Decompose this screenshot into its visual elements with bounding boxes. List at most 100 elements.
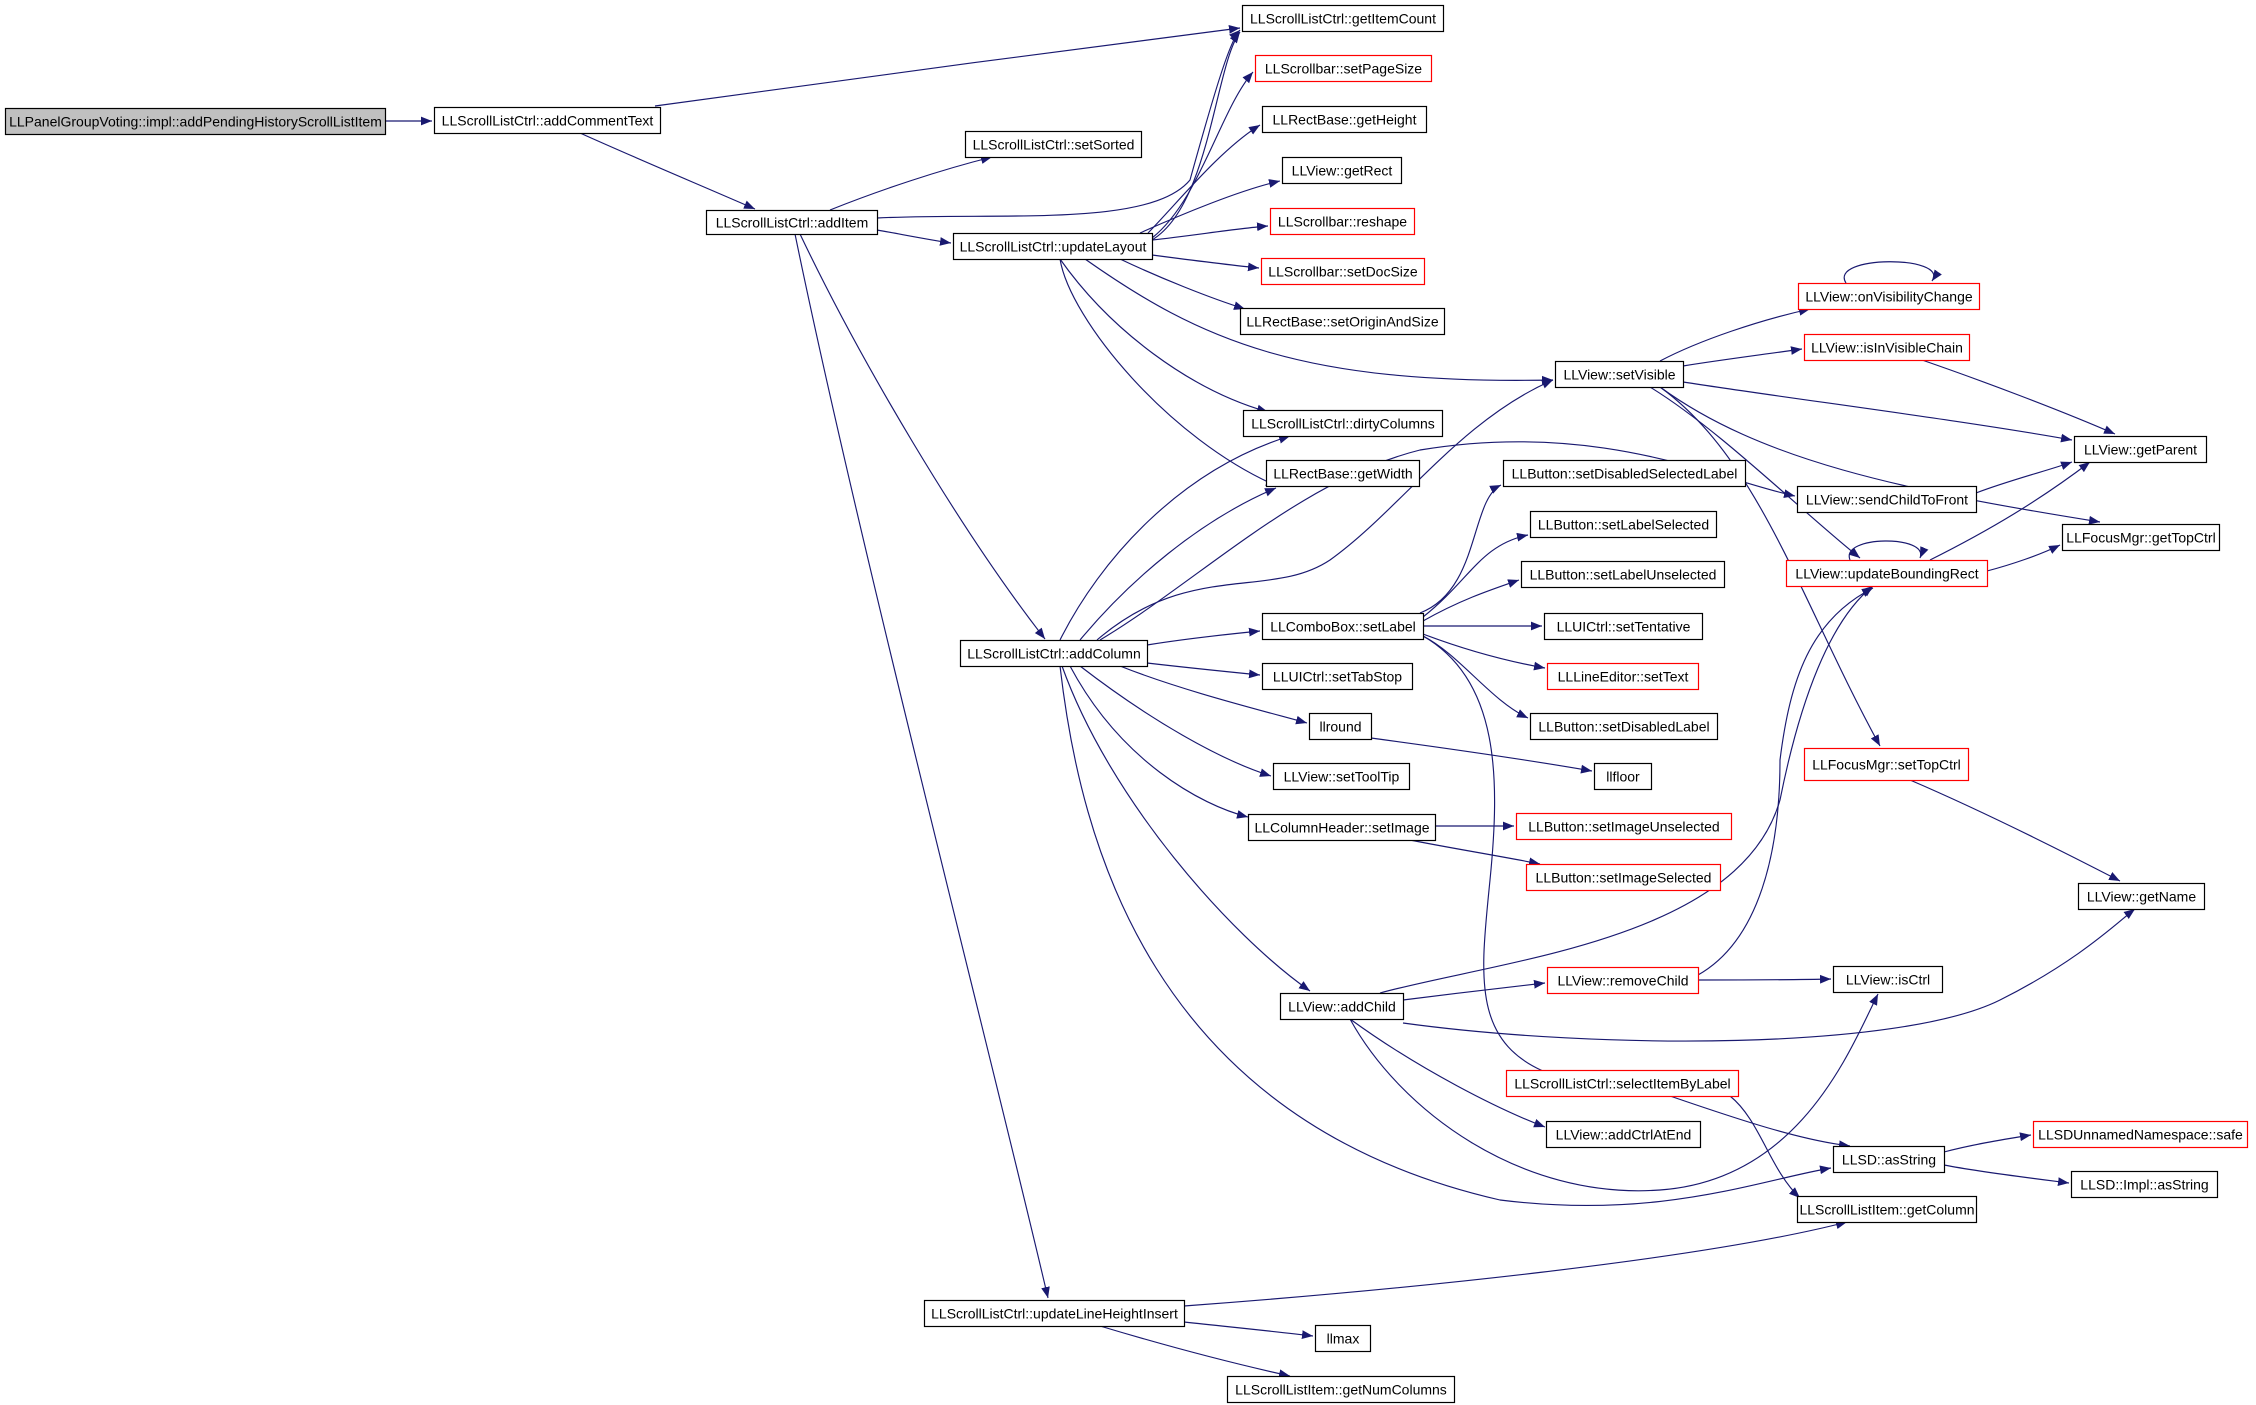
node-setDocSize[interactable]: LLScrollbar::setDocSize xyxy=(1260,257,1426,286)
node-implAsString[interactable]: LLSD::Impl::asString xyxy=(2070,1170,2219,1199)
node-getTopCtrl[interactable]: LLFocusMgr::getTopCtrl xyxy=(2061,523,2221,552)
node-box xyxy=(1529,510,1718,539)
node-box xyxy=(1785,559,1989,588)
node-label: LLUICtrl::setTentative xyxy=(1557,619,1691,635)
node-addColumn[interactable]: LLScrollListCtrl::addColumn xyxy=(959,639,1149,668)
node-root[interactable]: LLPanelGroupVoting::impl::addPendingHist… xyxy=(4,107,387,136)
node-label: llfloor xyxy=(1606,769,1640,785)
node-setLabelSelected[interactable]: LLButton::setLabelSelected xyxy=(1529,510,1718,539)
node-label: LLScrollbar::setDocSize xyxy=(1268,264,1418,280)
node-label: llround xyxy=(1319,719,1361,735)
edge-selectItemByLabel-to-getColumn xyxy=(1729,1095,1801,1199)
node-addChild[interactable]: LLView::addChild xyxy=(1279,992,1405,1021)
node-sendChildToFront[interactable]: LLView::sendChildToFront xyxy=(1796,485,1978,514)
node-label: LLButton::setDisabledSelectedLabel xyxy=(1512,466,1738,482)
node-getName[interactable]: LLView::getName xyxy=(2077,882,2206,911)
node-setLabelUnselected[interactable]: LLButton::setLabelUnselected xyxy=(1520,560,1726,589)
node-setDisabledLabel[interactable]: LLButton::setDisabledLabel xyxy=(1529,712,1719,741)
node-label: LLView::isCtrl xyxy=(1846,972,1930,988)
node-setImageUnselected[interactable]: LLButton::setImageUnselected xyxy=(1515,812,1733,841)
node-setVisible[interactable]: LLView::setVisible xyxy=(1554,360,1685,389)
node-label: LLButton::setImageUnselected xyxy=(1528,819,1719,835)
node-setToolTip[interactable]: LLView::setToolTip xyxy=(1272,762,1411,791)
node-isCtrl[interactable]: LLView::isCtrl xyxy=(1832,965,1944,994)
node-setDisabledSelectedLabel[interactable]: LLButton::setDisabledSelectedLabel xyxy=(1502,459,1747,488)
node-label: LLScrollListItem::getNumColumns xyxy=(1235,1382,1447,1398)
node-label: LLScrollListCtrl::addCommentText xyxy=(442,113,654,129)
node-setImageSelected[interactable]: LLButton::setImageSelected xyxy=(1525,863,1722,892)
node-selectItemByLabel[interactable]: LLScrollListCtrl::selectItemByLabel xyxy=(1505,1069,1740,1098)
node-box xyxy=(964,130,1143,159)
node-box xyxy=(1796,485,1978,514)
edge-addColumn-to-addChild xyxy=(1061,665,1311,992)
node-label: LLScrollListCtrl::selectItemByLabel xyxy=(1514,1076,1730,1092)
node-reshape[interactable]: LLScrollbar::reshape xyxy=(1269,207,1416,236)
node-box xyxy=(1520,560,1726,589)
node-rbGetWidth[interactable]: LLRectBase::getWidth xyxy=(1265,459,1421,488)
node-cbSetLabel[interactable]: LLComboBox::setLabel xyxy=(1261,612,1425,641)
node-box xyxy=(1797,282,1981,311)
node-addCtrlAtEnd[interactable]: LLView::addCtrlAtEnd xyxy=(1545,1120,1702,1149)
edge-updateBoundingRect-to-getParent xyxy=(1929,461,2091,561)
node-label: LLPanelGroupVoting::impl::addPendingHist… xyxy=(9,114,382,130)
node-llfloor[interactable]: llfloor xyxy=(1593,762,1653,791)
node-llround[interactable]: llround xyxy=(1308,712,1373,741)
node-setTabStop[interactable]: LLUICtrl::setTabStop xyxy=(1261,662,1414,691)
node-addItem[interactable]: LLScrollListCtrl::addItem xyxy=(705,209,879,236)
node-label: LLScrollListItem::getColumn xyxy=(1799,1202,1974,1218)
edge-setVisible-to-isInVisibleChain xyxy=(1682,346,1803,367)
node-getItemCount[interactable]: LLScrollListCtrl::getItemCount xyxy=(1241,4,1445,33)
edge-selectItemByLabel-to-asString xyxy=(1669,1095,1851,1150)
node-rbGetHeight[interactable]: LLRectBase::getHeight xyxy=(1261,105,1428,134)
node-updateLayout[interactable]: LLScrollListCtrl::updateLayout xyxy=(952,232,1154,261)
node-box xyxy=(1546,662,1700,691)
node-box xyxy=(2061,523,2221,552)
node-label: LLView::getRect xyxy=(1292,163,1393,179)
node-box xyxy=(1546,966,1700,995)
node-setTopCtrl[interactable]: LLFocusMgr::setTopCtrl xyxy=(1803,747,1970,782)
node-isInVisibleChain[interactable]: LLView::isInVisibleChain xyxy=(1803,333,1971,362)
node-label: LLButton::setLabelSelected xyxy=(1538,517,1709,533)
node-safe[interactable]: LLSDUnnamedNamespace::safe xyxy=(2032,1120,2249,1149)
node-asString[interactable]: LLSD::asString xyxy=(1832,1145,1946,1174)
edge-addChild-to-addCtrlAtEnd xyxy=(1349,1018,1546,1128)
node-onVisibilityChange[interactable]: LLView::onVisibilityChange xyxy=(1797,282,1981,311)
edge-updateLineHeightInsert-to-llmax xyxy=(1183,1321,1314,1340)
node-setOriginAndSize[interactable]: LLRectBase::setOriginAndSize xyxy=(1239,307,1446,336)
edge-addItem-to-updateLayout xyxy=(876,229,952,246)
node-box xyxy=(1226,1375,1456,1404)
node-setTentative[interactable]: LLUICtrl::setTentative xyxy=(1543,612,1704,641)
call-nodes: LLPanelGroupVoting::impl::addPendingHist… xyxy=(4,4,2249,1404)
node-llmax[interactable]: llmax xyxy=(1314,1324,1372,1353)
node-getParent[interactable]: LLView::getParent xyxy=(2073,435,2208,464)
node-addCommentText[interactable]: LLScrollListCtrl::addCommentText xyxy=(433,106,662,135)
node-removeChild[interactable]: LLView::removeChild xyxy=(1546,966,1700,995)
edge-onVisibilityChange-to-onVisibilityChange xyxy=(1843,261,1942,284)
node-box xyxy=(1515,812,1733,841)
node-chSetImage[interactable]: LLColumnHeader::setImage xyxy=(1247,813,1437,842)
edge-updateLayout-to-dirtyColumns xyxy=(1059,258,1269,414)
node-updateBoundingRect[interactable]: LLView::updateBoundingRect xyxy=(1785,559,1989,588)
edge-updateLayout-to-setOriginAndSize xyxy=(1119,258,1246,310)
node-box xyxy=(1242,409,1444,438)
node-setSorted[interactable]: LLScrollListCtrl::setSorted xyxy=(964,130,1143,159)
edge-updateBoundingRect-to-updateBoundingRect xyxy=(1848,540,1929,561)
node-label: LLComboBox::setLabel xyxy=(1270,619,1416,635)
node-updateLineHeightInsert[interactable]: LLScrollListCtrl::updateLineHeightInsert xyxy=(923,1299,1186,1328)
node-dirtyColumns[interactable]: LLScrollListCtrl::dirtyColumns xyxy=(1242,409,1444,438)
edge-cbSetLabel-to-setLabelSelected xyxy=(1422,532,1529,618)
node-getNumColumns[interactable]: LLScrollListItem::getNumColumns xyxy=(1226,1375,1456,1404)
edge-updateLayout-to-getRect xyxy=(1139,179,1281,234)
node-leSetText[interactable]: LLLineEditor::setText xyxy=(1546,662,1700,691)
node-label: LLSDUnnamedNamespace::safe xyxy=(2038,1127,2243,1143)
node-label: LLSD::Impl::asString xyxy=(2080,1177,2208,1193)
edge-addCommentText-to-getItemCount xyxy=(654,25,1241,107)
node-box xyxy=(1543,612,1704,641)
node-getRect[interactable]: LLView::getRect xyxy=(1281,156,1403,185)
edge-addCommentText-to-addItem xyxy=(579,132,756,210)
node-box xyxy=(433,106,662,135)
edge-addColumn-to-setVisible xyxy=(1096,379,1554,641)
node-setPageSize[interactable]: LLScrollbar::setPageSize xyxy=(1254,54,1433,83)
node-getColumn[interactable]: LLScrollListItem::getColumn xyxy=(1796,1195,1978,1224)
edge-updateLayout-to-reshape xyxy=(1151,222,1269,241)
